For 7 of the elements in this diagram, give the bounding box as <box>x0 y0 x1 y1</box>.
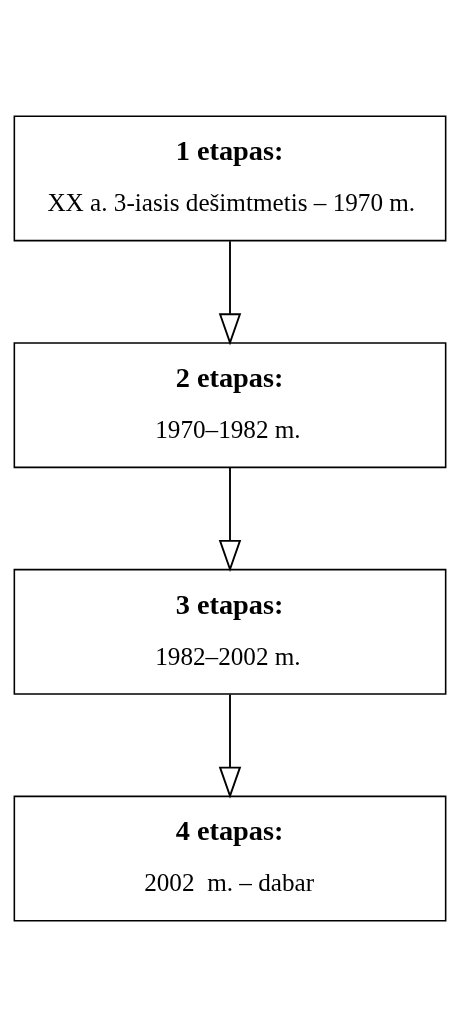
arrow <box>218 693 242 799</box>
node-box: 2 etapas: 1970–1982 m. <box>13 341 447 468</box>
arrow <box>218 466 242 572</box>
node-box: 1 etapas: XX a. 3-iasis dešimtmetis – 1970 m. <box>13 115 447 241</box>
node-box: 3 etapas: 1982–2002 m. <box>13 568 447 695</box>
node-box: 4 etapas: 2002 m. – dabar <box>13 795 447 921</box>
arrow <box>218 239 242 345</box>
